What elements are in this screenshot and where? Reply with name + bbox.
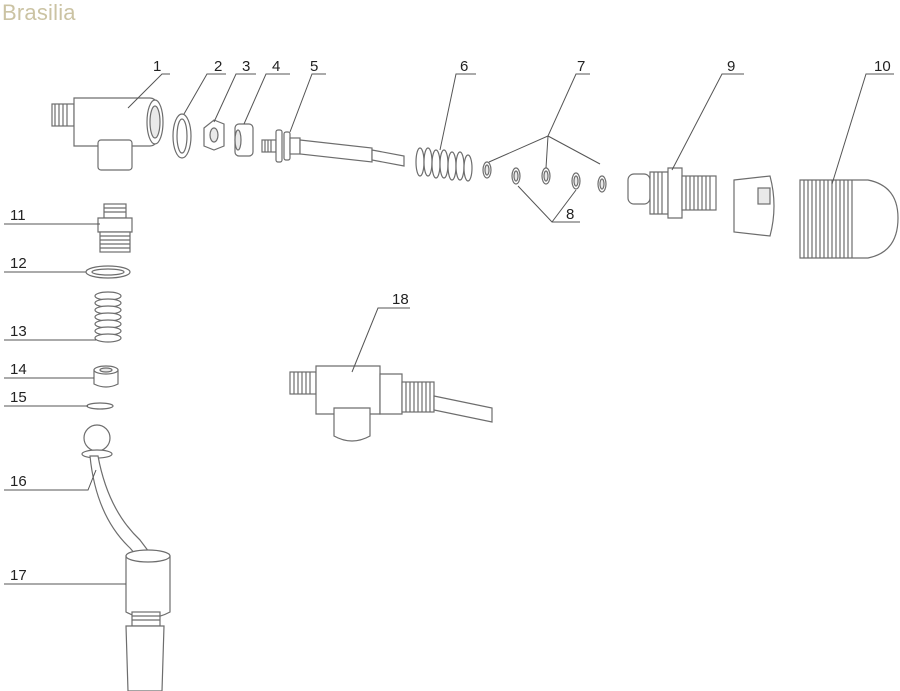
part-16-steam-wand — [81, 424, 153, 563]
callout-9: 9 — [727, 58, 735, 75]
part-14-bushing — [93, 365, 119, 388]
part-18-valve-assembly — [289, 365, 493, 442]
callout-17: 17 — [10, 567, 27, 584]
callout-15: 15 — [10, 389, 27, 406]
callout-14: 14 — [10, 361, 27, 378]
callout-5: 5 — [310, 58, 318, 75]
part-cap-insert — [733, 175, 775, 237]
part-11-threaded-fitting — [97, 203, 133, 253]
part-13-spring — [94, 291, 122, 343]
callout-16: 16 — [10, 473, 27, 490]
part-4-bushing — [234, 123, 254, 157]
brand-title: Brasilia — [2, 0, 76, 25]
callout-7: 7 — [577, 58, 585, 75]
part-3-nut — [203, 119, 225, 151]
part-12-washer — [85, 265, 131, 279]
callout-11: 11 — [10, 207, 26, 224]
callout-numbers: 1 2 3 4 5 6 7 8 9 10 11 12 13 14 15 16 1… — [10, 58, 891, 584]
part-17-nozzle — [125, 549, 171, 691]
callout-2: 2 — [214, 58, 222, 75]
callout-13: 13 — [10, 323, 27, 340]
callout-18: 18 — [392, 291, 409, 308]
callout-12: 12 — [10, 255, 27, 272]
part-15-ring — [86, 402, 114, 410]
part-5-valve-stem — [261, 129, 405, 167]
callout-3: 3 — [242, 58, 250, 75]
callout-4: 4 — [272, 58, 280, 75]
part-7-seals — [482, 161, 607, 193]
callout-1: 1 — [153, 58, 161, 75]
callout-10: 10 — [874, 58, 891, 75]
part-1-tee-body — [51, 97, 164, 171]
part-2-o-ring — [172, 113, 192, 159]
callout-6: 6 — [460, 58, 468, 75]
part-9-fitting — [627, 167, 717, 219]
callout-8: 8 — [566, 206, 574, 223]
part-10-knob — [799, 179, 899, 259]
part-6-spring — [415, 147, 473, 182]
leader-lines — [4, 73, 894, 585]
